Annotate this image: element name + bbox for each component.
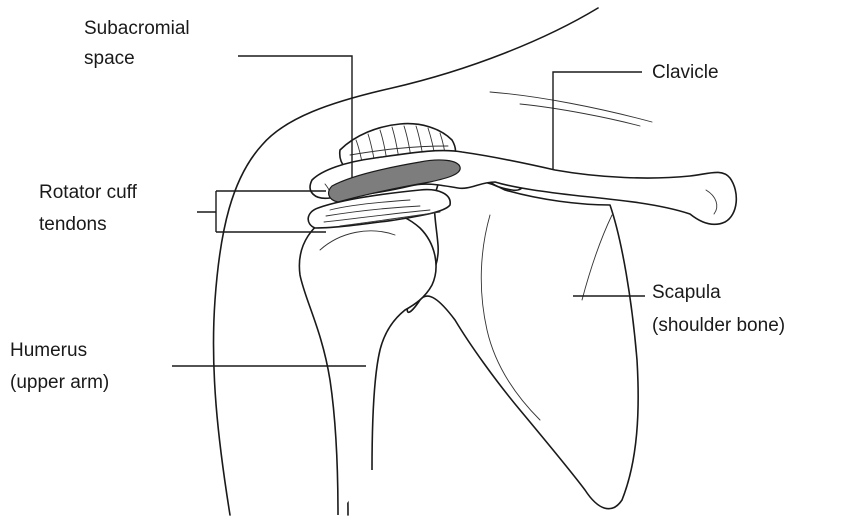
- label-humerus: Humerus (upper arm): [10, 340, 109, 393]
- label-scapula: Scapula (shoulder bone): [652, 282, 785, 336]
- label-scapula-line2: (shoulder bone): [652, 315, 785, 336]
- label-scapula-line1: Scapula: [652, 282, 721, 303]
- label-subacromial-space-line1: Subacromial: [84, 18, 190, 39]
- label-rotator-cuff-line2: tendons: [39, 214, 107, 235]
- label-clavicle: Clavicle: [652, 62, 719, 83]
- label-humerus-line2: (upper arm): [10, 372, 109, 393]
- label-clavicle-line1: Clavicle: [652, 62, 719, 83]
- scapula-outline: [407, 178, 638, 508]
- label-rotator-cuff-line1: Rotator cuff: [39, 182, 138, 203]
- label-rotator-cuff-tendons: Rotator cuff tendons: [39, 182, 142, 235]
- leader-subacromial-space: [238, 56, 352, 178]
- skin-crease-line-1: [490, 92, 652, 122]
- leader-rotator-cuff-bracket: [197, 191, 326, 232]
- label-humerus-line1: Humerus: [10, 340, 87, 361]
- label-subacromial-space: Subacromial space: [84, 18, 195, 69]
- label-subacromial-space-line2: space: [84, 48, 135, 69]
- humerus-outline: [299, 209, 436, 515]
- skin-crease-line-2: [520, 104, 640, 126]
- leader-clavicle: [553, 72, 642, 170]
